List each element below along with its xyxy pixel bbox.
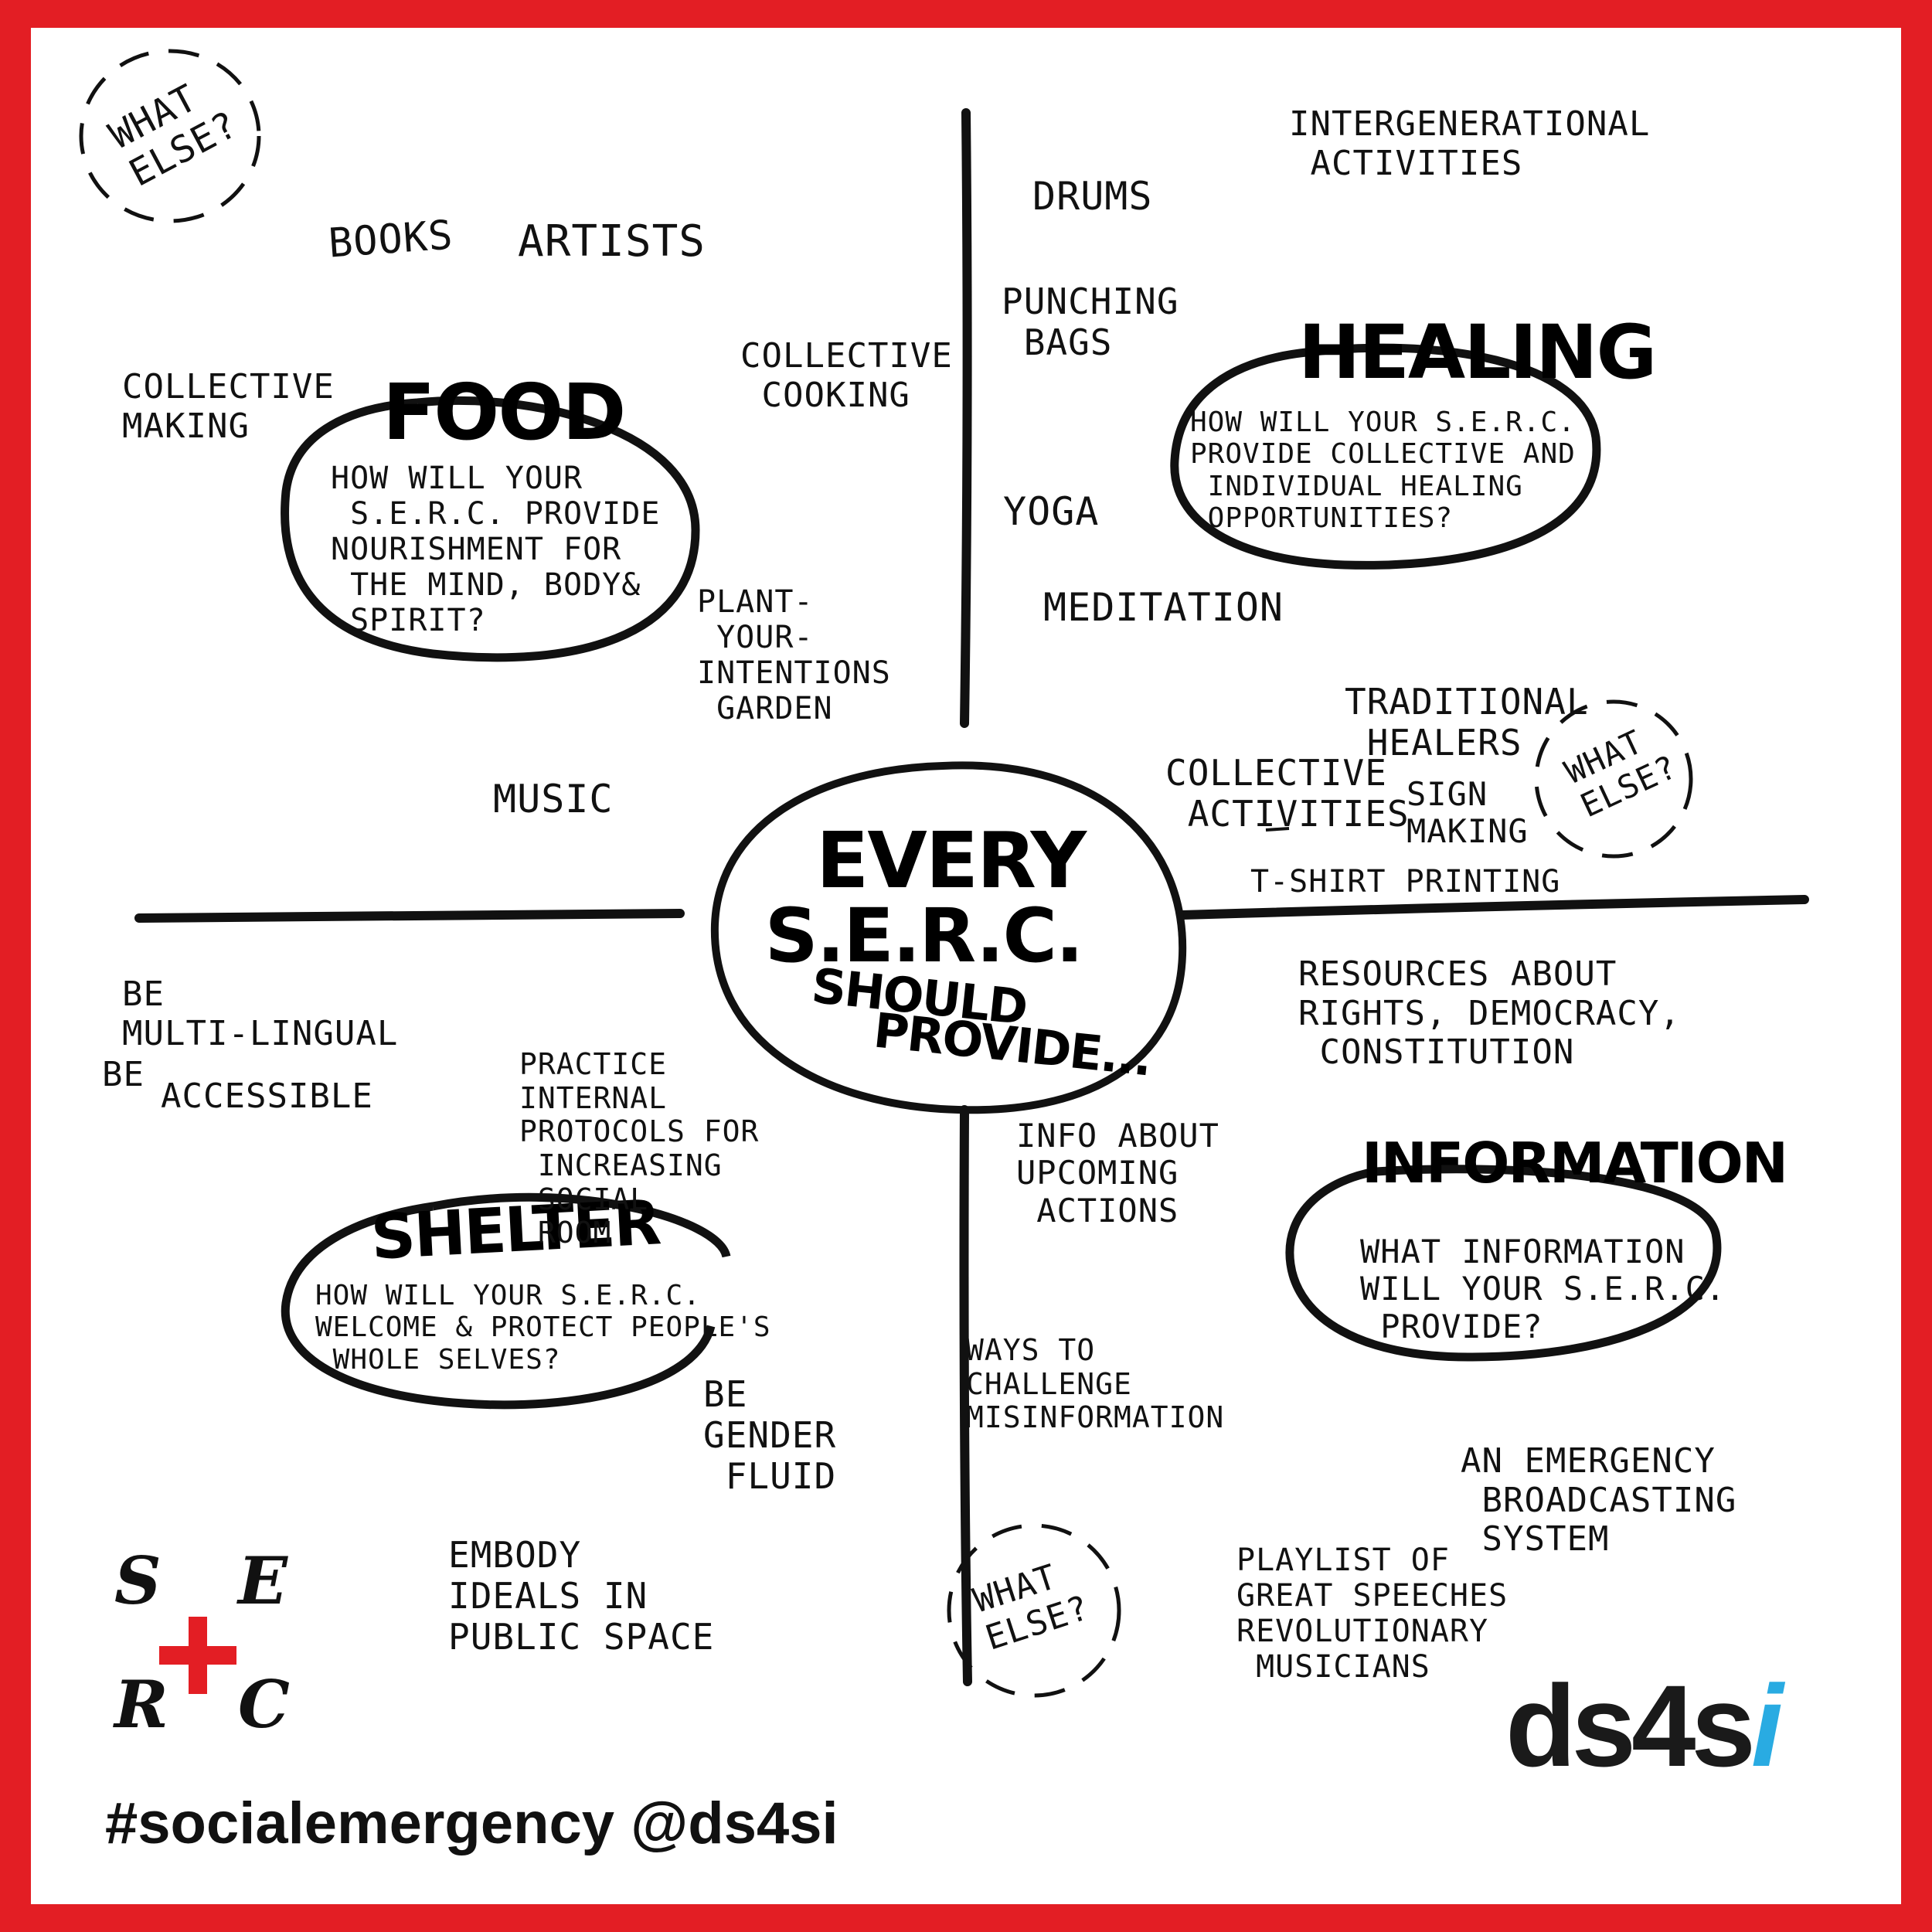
idea-embody-ideals: EMBODY IDEALS IN PUBLIC SPACE	[448, 1534, 715, 1658]
idea-sign-making: SIGN MAKING	[1406, 775, 1529, 851]
information-title: INFORMATION	[1362, 1131, 1788, 1196]
serc-logo: S E R C	[108, 1549, 301, 1742]
idea-intergenerational-activities: INTERGENERATIONAL ACTIVITIES	[1289, 104, 1651, 183]
center-line-1: EVERY	[816, 815, 1087, 906]
hashtag-text: #socialemergency @ds4si	[105, 1791, 838, 1856]
idea-be-multi-lingual: BE MULTI-LINGUAL	[122, 975, 399, 1053]
food-title: FOOD	[383, 367, 626, 457]
logo-plus-icon-bar	[159, 1646, 236, 1665]
what-else-circle-top-left	[79, 49, 261, 223]
idea-meditation: MEDITATION	[1043, 585, 1284, 630]
food-oval	[281, 396, 700, 662]
ds4si-logo-accent: i	[1750, 1661, 1784, 1791]
ds4si-logo-main: ds4s	[1505, 1661, 1756, 1791]
idea-yoga: YOGA	[1003, 489, 1100, 534]
idea-books: BOOKS	[327, 212, 455, 267]
what-else-circle-right	[1534, 699, 1693, 859]
activities-connector	[1265, 827, 1290, 832]
idea-plant-your-intentions-garden: PLANT- YOUR- INTENTIONS GARDEN	[697, 584, 891, 726]
diagram-lines	[79, 49, 1809, 1698]
idea-artists: ARTISTS	[518, 216, 706, 267]
ds4si-logo: ds4si	[1505, 1668, 1784, 1784]
logo-letter-c: C	[238, 1666, 290, 1743]
logo-letter-r: R	[114, 1666, 168, 1743]
idea-ways-to-challenge-misinformation: WAYS TO CHALLENGE MISINFORMATION	[966, 1333, 1225, 1435]
idea-punching-bags: PUNCHING BAGS	[1002, 281, 1179, 363]
center-circle	[710, 761, 1187, 1114]
idea-practice-internal-protocols: PRACTICE INTERNAL PROTOCOLS FOR INCREASI…	[519, 1047, 760, 1250]
idea-drums: DRUMS	[1032, 174, 1153, 219]
divider-top	[960, 108, 972, 728]
information-oval	[1285, 1165, 1722, 1362]
idea-t-shirt-printing: T-SHIRT PRINTING	[1250, 864, 1561, 900]
idea-music: MUSIC	[493, 777, 614, 821]
divider-right	[1178, 895, 1809, 920]
healing-title: HEALING	[1298, 309, 1657, 396]
idea-accessible: ACCESSIBLE	[161, 1077, 373, 1116]
idea-collective-making: COLLECTIVE MAKING	[122, 367, 335, 446]
idea-traditional-healers: TRADITIONAL HEALERS	[1345, 681, 1589, 764]
idea-be-gender-fluid: BE GENDER FLUID	[703, 1373, 837, 1497]
logo-letter-e: E	[238, 1543, 288, 1619]
information-question: WHAT INFORMATION WILL YOUR S.E.R.C. PROV…	[1360, 1233, 1726, 1345]
shelter-oval	[281, 1192, 731, 1410]
idea-be: BE	[102, 1055, 145, 1094]
shelter-question: HOW WILL YOUR S.E.R.C. WELCOME & PROTECT…	[315, 1280, 771, 1376]
divider-left	[134, 909, 685, 923]
idea-playlist-speeches-musicians: PLAYLIST OF GREAT SPEECHES REVOLUTIONARY…	[1236, 1543, 1509, 1685]
healing-oval	[1170, 343, 1601, 570]
idea-collective-cooking: COLLECTIVE COOKING	[740, 336, 953, 415]
center-line-2: S.E.R.C.	[764, 893, 1084, 979]
diagram-canvas: EVERY S.E.R.C. SHOULD PROVIDE... FOOD HO…	[31, 28, 1901, 1904]
logo-letter-s: S	[114, 1543, 162, 1619]
divider-bottom	[959, 1105, 972, 1686]
what-else-circle-bottom	[947, 1523, 1121, 1698]
idea-info-about-upcoming-actions: INFO ABOUT UPCOMING ACTIONS	[1016, 1117, 1219, 1230]
idea-resources-about-rights: RESOURCES ABOUT RIGHTS, DEMOCRACY, CONST…	[1298, 954, 1681, 1073]
healing-question: HOW WILL YOUR S.E.R.C. PROVIDE COLLECTIV…	[1190, 406, 1576, 535]
food-question: HOW WILL YOUR S.E.R.C. PROVIDE NOURISHME…	[331, 461, 661, 638]
idea-collective-activities: COLLECTIVE ACTIVITIES	[1165, 752, 1410, 835]
idea-emergency-broadcasting-system: AN EMERGENCY BROADCASTING SYSTEM	[1461, 1441, 1737, 1560]
